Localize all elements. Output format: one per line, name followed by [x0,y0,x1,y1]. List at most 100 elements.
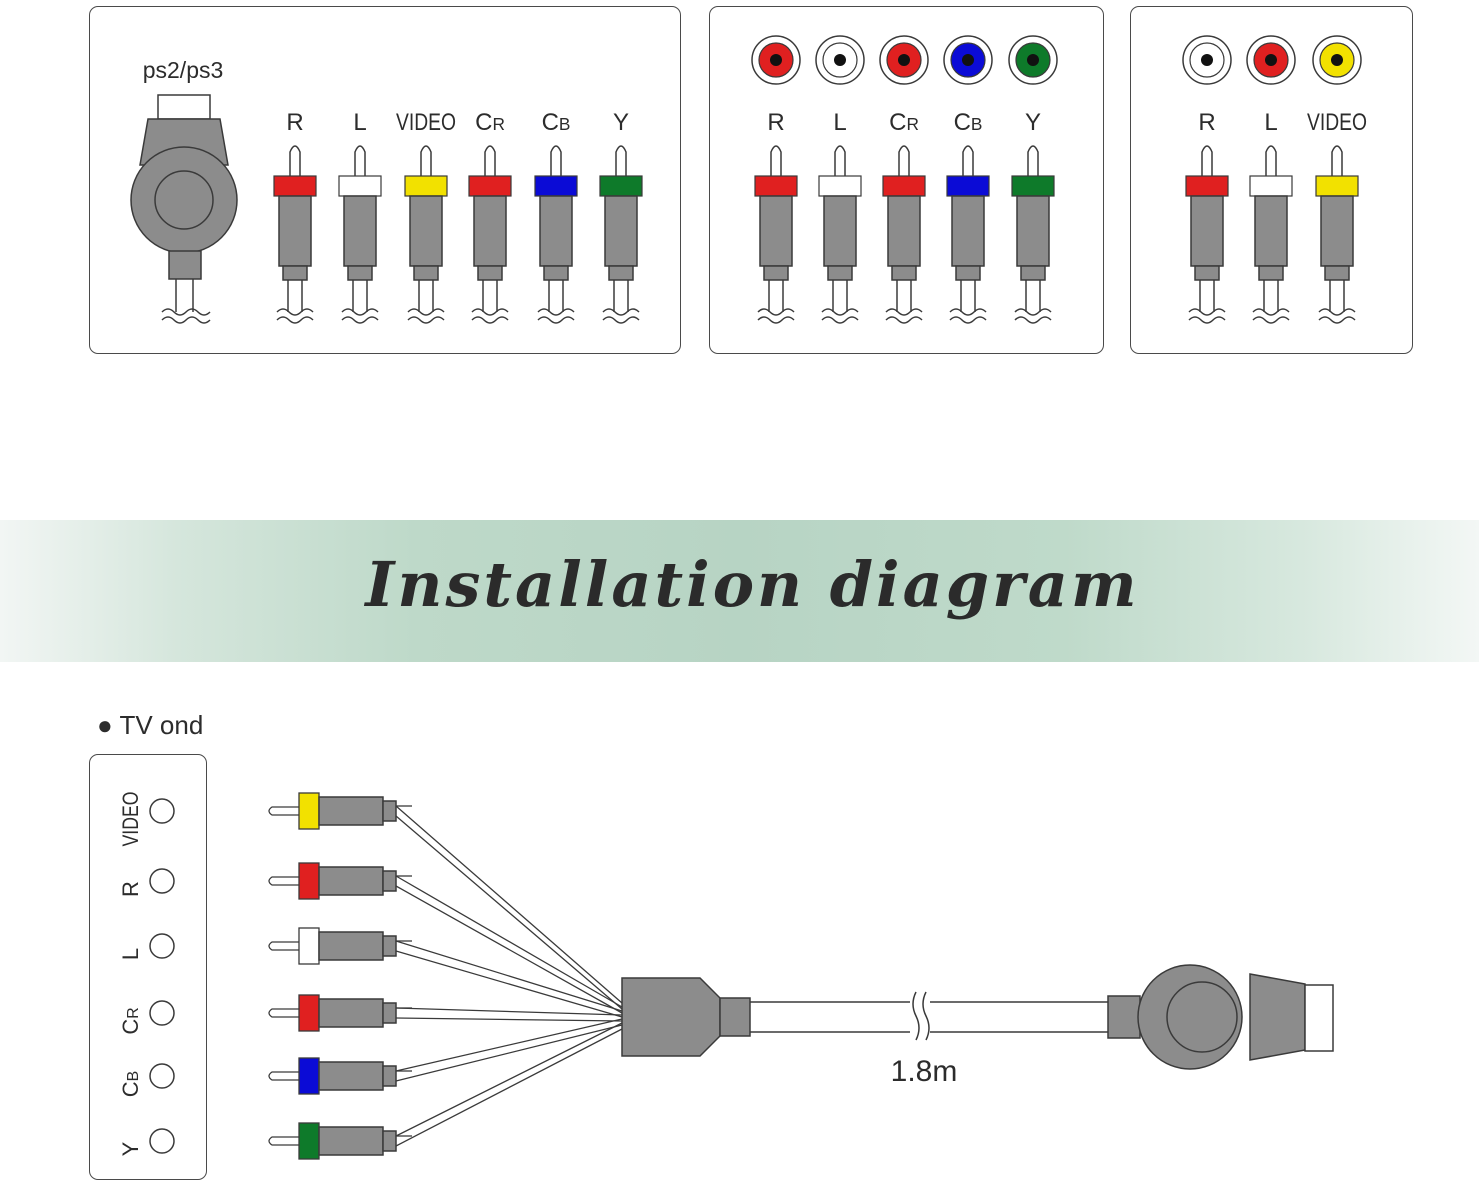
plug-pin [962,145,974,176]
cable-break [1252,316,1290,324]
plug-body [951,195,985,267]
plug-pin [1201,145,1213,176]
av-plug-0 [1185,145,1229,324]
plug-collar [1249,175,1293,197]
cable-break [1318,316,1356,324]
plug-strain-relief [543,265,569,281]
splitter-boot [719,997,751,1037]
cable-break [949,308,987,316]
cable-break [1318,308,1356,316]
plug-pin [834,145,846,176]
cable-break [161,308,211,316]
plug-body [1320,195,1354,267]
plug-body [887,195,921,267]
plug-strain-relief [382,1002,397,1024]
ps-plug-label: L [353,109,366,136]
cable-break [537,316,575,324]
cable-break [602,308,640,316]
plug-strain-relief [763,265,789,281]
plug-pin [268,941,299,951]
comp-plug-label: Y [1025,109,1041,136]
cable-break [1014,316,1052,324]
comp-plug-3 [946,145,990,324]
plug-body [539,195,573,267]
jack-pin [834,54,846,66]
cable-break [912,991,920,1041]
cable-break [821,308,859,316]
plug-strain-relief [955,265,981,281]
plug-pin [550,145,562,176]
plug-collar [298,1057,320,1095]
tv-port-label: L [118,948,143,960]
plug-strain-relief [1324,265,1350,281]
plug-strain-relief [347,265,373,281]
cable-break [885,308,923,316]
connector-neck [1249,973,1306,1061]
plug-pin [268,1071,299,1081]
plug-strain-relief [413,265,439,281]
cable-break [471,316,509,324]
wire [395,885,623,1014]
comp-jack-4 [1008,35,1058,85]
wire [395,1018,623,1072]
jack-pin [1265,54,1277,66]
console-label: ps2/ps3 [143,57,224,83]
ps-plug-3 [468,145,512,324]
cable-break [602,316,640,324]
comp-plug-label: R [767,109,784,136]
av-plug-label: R [1198,109,1215,136]
comp-jack-2 [879,35,929,85]
plug-collar [534,175,578,197]
plug-strain-relief [608,265,634,281]
comp-jack-1 [815,35,865,85]
tv-port-jack [149,798,175,824]
plug-collar [298,1122,320,1160]
cable-break [537,308,575,316]
plug-pin [354,145,366,176]
cable-length-label: 1.8m [891,1055,958,1088]
banner-title: Installation diagram [365,548,1140,621]
cable-break [757,316,795,324]
ps-plug-label: VIDEO [396,109,456,136]
jack-pin [770,54,782,66]
comp-plug-1 [818,145,862,324]
tv-port-panel [89,754,207,1180]
cable-break [161,316,211,324]
tv-port-label: Y [118,1141,143,1156]
plug-collar [1011,175,1055,197]
plug-body [343,195,377,267]
plug-strain-relief [827,265,853,281]
plug-body [318,998,384,1028]
plug-strain-relief [382,800,397,822]
connector-boot [1107,995,1141,1039]
wire [395,1024,623,1082]
splitter-hub [621,977,721,1057]
wire [395,1022,623,1137]
wire [395,950,623,1018]
wire [395,815,623,1010]
plug-collar [468,175,512,197]
cable-break [757,308,795,316]
cable-break [341,316,379,324]
comp-jack-0 [751,35,801,85]
ps-plug-0 [273,145,317,324]
plug-pin [1331,145,1343,176]
cable-break [1188,316,1226,324]
tv-port-jack [149,1000,175,1026]
plug-collar [754,175,798,197]
connector-face [1166,981,1238,1053]
wire [395,1028,623,1147]
av-jack-2 [1312,35,1362,85]
av-plug-2 [1315,145,1359,324]
plug-body [318,1061,384,1091]
plug-body [318,931,384,961]
split-plug-3 [268,994,397,1032]
plug-pin [1265,145,1277,176]
plug-pin [268,806,299,816]
connector-boot [168,250,202,280]
ps-plug-1 [338,145,382,324]
cable-break [821,316,859,324]
cable-break [341,308,379,316]
cable-break [407,308,445,316]
plug-pin [289,145,301,176]
